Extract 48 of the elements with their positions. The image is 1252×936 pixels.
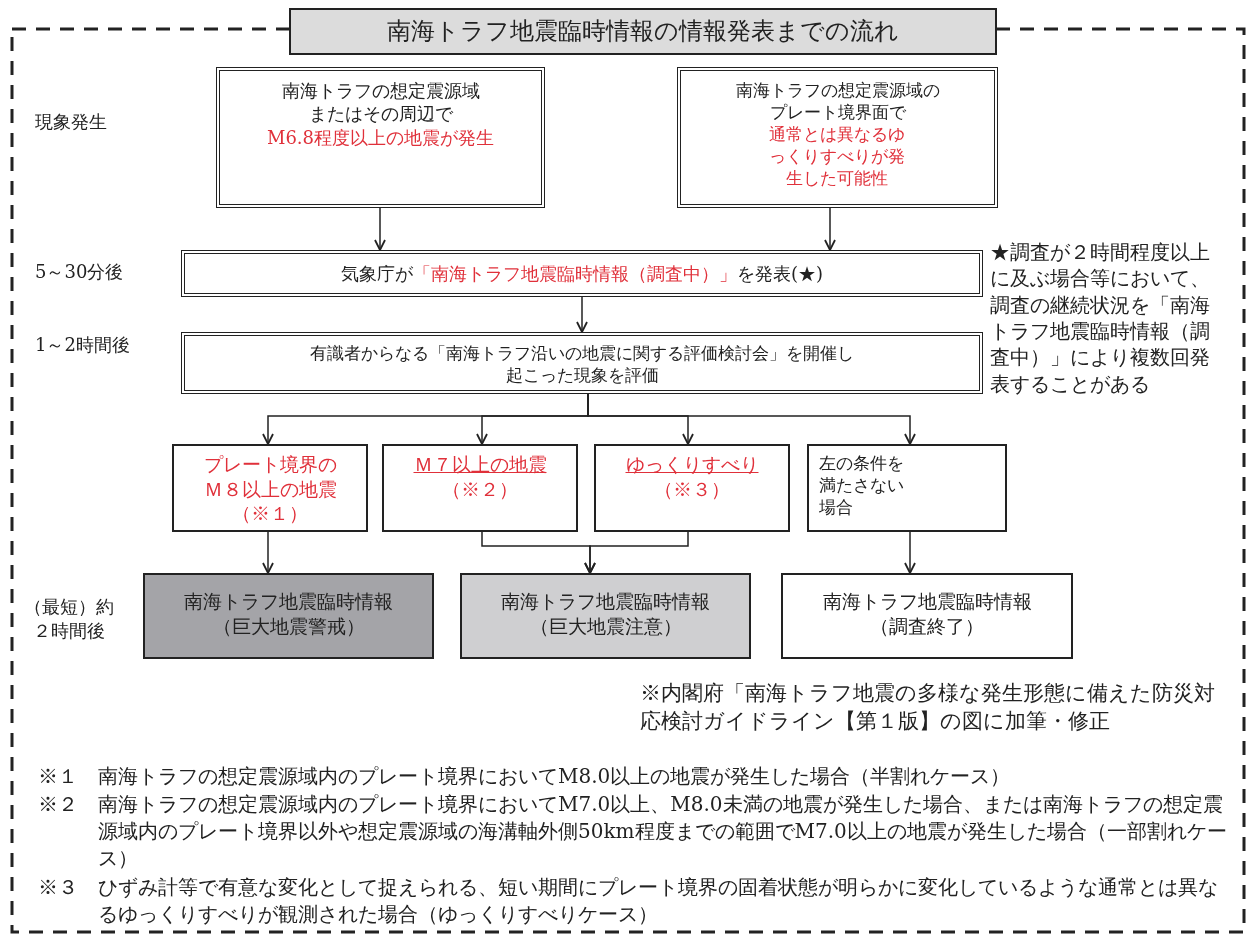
- result-box: [460, 573, 751, 659]
- box-text: （※２）: [442, 476, 518, 502]
- box-text: 通常とは異なるゆっくりすべりが発生した可能性: [768, 123, 907, 190]
- phase-label: 1～2時間後: [35, 333, 131, 357]
- phase-label: 現象発生: [35, 110, 108, 134]
- box-text: （巨大地震注意）: [529, 613, 682, 639]
- note-text: ★調査が２時間程度以上に及ぶ場合等において、調査の継続状況を「南海トラフ地震臨時情報（調査中）」により複数回発表することがある: [990, 240, 1211, 398]
- box-text: 有識者からなる「南海トラフ沿いの地震に関する評価検討会」を開催し起こった現象を評価: [310, 342, 854, 387]
- footnote-text: ※２ 南海トラフの想定震源域内のプレート境界においてM7.0以上、M8.0未満の地震が発生した場合、または南海トラフの想定震源域内のプレート境界以外や想定震源域の海溝軸外側50km程度までの範囲でM7.0以上の地震が発生した場合（一部割れケース）: [38, 791, 1228, 872]
- arrow: [904, 531, 916, 574]
- box-text: （※３）: [654, 476, 730, 502]
- box-text: を発表(★): [736, 261, 823, 286]
- box-text: 左の条件を満たさない場合: [819, 452, 904, 519]
- box-text: M6.8程度以上の地震が発生: [266, 125, 495, 150]
- double-bordered-box: [181, 250, 983, 297]
- phase-label: 5～30分後: [35, 260, 125, 284]
- box-text: 南海トラフ地震臨時情報: [822, 589, 1032, 614]
- double-bordered-box: [181, 332, 983, 394]
- condition-box: [594, 444, 790, 532]
- result-box: [781, 573, 1073, 659]
- source-note: ※内閣府「南海トラフ地震の多様な発生形態に備えた防災対応検討ガイドライン【第１版】の図に加筆・修正: [640, 680, 1216, 735]
- box-text: 南海トラフ地震臨時情報: [184, 589, 393, 614]
- box-text: 南海トラフの想定震源域またはその周辺で: [281, 79, 480, 126]
- title-box: 南海トラフ地震臨時情報の情報発表までの流れ: [289, 8, 997, 55]
- arrow: [374, 207, 386, 251]
- arrow: [584, 531, 689, 574]
- box-text: （※１）: [232, 501, 308, 527]
- box-text: プレート境界のＭ８以上の地震: [203, 452, 337, 502]
- arrow: [576, 296, 588, 333]
- double-bordered-box: [677, 67, 998, 208]
- arrow: [262, 531, 274, 574]
- box-text: （巨大地震警戒）: [212, 613, 365, 639]
- footnote-text: ※３ ひずみ計等で有意な変化として捉えられる、短い期間にプレート境界の固着状態が明らかに変化しているような通常とは異なるゆっくりすべりが観測された場合（ゆっくりすべりケース）: [38, 874, 1219, 928]
- box-text: 南海トラフ地震臨時情報: [501, 589, 710, 614]
- phase-label: （最短）約２時間後: [22, 595, 115, 644]
- result-box: [143, 573, 434, 659]
- double-bordered-box: [216, 67, 545, 208]
- box-text: Ｍ７以上の地震: [413, 452, 547, 477]
- arrow: [824, 207, 836, 251]
- box-text: 気象庁が: [340, 261, 413, 286]
- condition-box: [172, 444, 368, 532]
- footnote-text: ※１ 南海トラフの想定震源域内のプレート境界においてM8.0以上の地震が発生した場合（半割れケース）: [38, 763, 1012, 790]
- condition-box: [382, 444, 578, 532]
- condition-box: [807, 444, 1007, 532]
- box-text: 南海トラフの想定震源域のプレート境界面で: [735, 79, 940, 124]
- box-text: ゆっくりすべり: [625, 452, 759, 477]
- box-text: 「南海トラフ地震臨時情報（調査中）」: [412, 261, 737, 286]
- box-text: （調査終了）: [870, 613, 984, 639]
